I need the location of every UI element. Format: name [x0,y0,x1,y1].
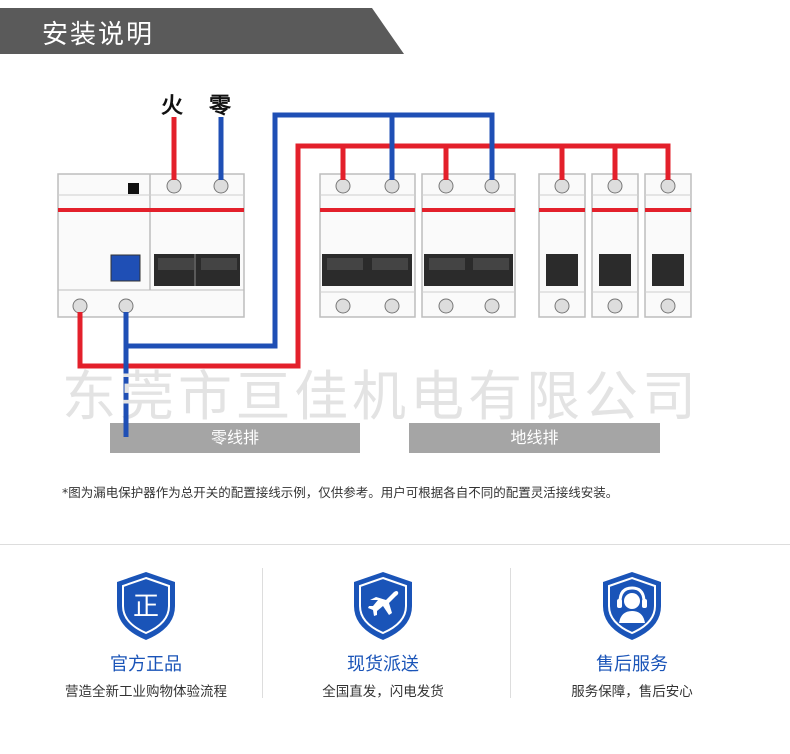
breaker-2p-b [421,173,516,318]
airplane-shield-icon [354,572,412,640]
section-title: 安装说明 [42,20,155,50]
breaker-1p-b [591,173,639,318]
feature-genuine: 正 官方正品 营造全新工业购物体验流程 [36,570,256,700]
main-rcd-breaker [57,173,245,318]
section-divider [0,544,790,545]
neutral-wires [123,112,495,437]
feature-title: 售后服务 [596,654,668,675]
feature-subtitle: 营造全新工业购物体验流程 [65,684,227,700]
company-watermark: 东莞市亘佳机电有限公司 [62,365,700,428]
neutral-bar: 零线排 [110,423,360,453]
feature-title: 官方正品 [110,654,182,675]
feature-separator [510,568,511,698]
section-banner [0,8,404,54]
live-wire-label: 火 [161,94,184,119]
feature-subtitle: 全国直发，闪电发货 [322,684,444,700]
feature-delivery: 现货派送 全国直发，闪电发货 [273,570,493,700]
feature-title: 现货派送 [347,654,419,675]
install-note: *图为漏电保护器作为总开关的配置接线示例，仅供参考。用户可根据各自不同的配置灵活… [62,485,619,500]
earth-bar: 地线排 [409,423,660,453]
neutral-wire-label: 零 [209,94,232,119]
feature-subtitle: 服务保障，售后安心 [571,684,693,700]
genuine-badge-char: 正 [133,592,159,622]
feature-separator [262,568,263,698]
breaker-1p-c [644,173,692,318]
wiring-diagram [57,112,692,437]
genuine-shield-icon: 正 [117,572,175,640]
headset-shield-icon [603,572,661,640]
breaker-1p-a [538,173,586,318]
live-wires [77,117,671,369]
feature-service: 售后服务 服务保障，售后安心 [522,570,742,700]
breaker-2p-a [319,173,416,318]
